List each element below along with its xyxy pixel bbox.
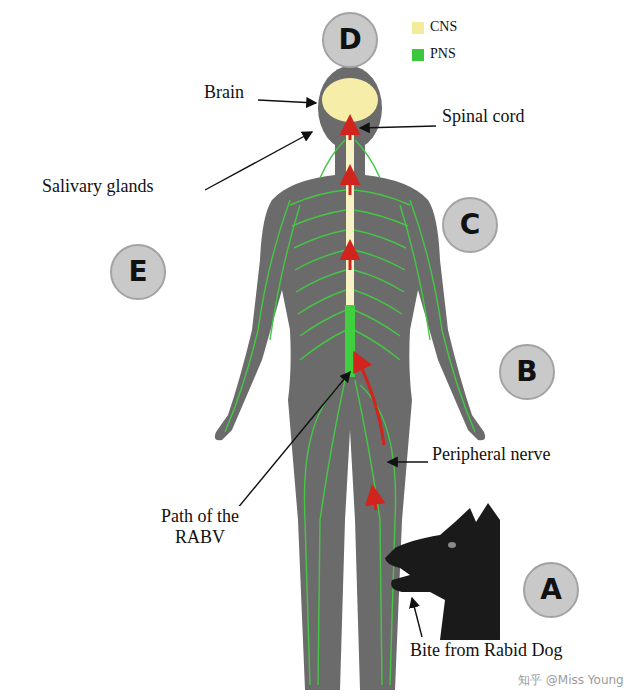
letter-circle: A (523, 562, 579, 618)
callout-letter: A (540, 576, 562, 604)
callout-letter: C (460, 211, 481, 239)
callout-letter: E (128, 258, 147, 286)
spinal-cord (346, 118, 354, 308)
leader-lines (205, 100, 436, 637)
virus-path (350, 120, 384, 510)
callout-letter: B (516, 358, 537, 386)
legend-swatch (412, 22, 424, 34)
brain (322, 78, 378, 122)
legend-text: PNS (430, 46, 456, 63)
watermark: 知乎 @Miss Young (516, 674, 626, 688)
legend-text: CNS (430, 19, 457, 36)
legend-swatch (412, 49, 424, 61)
letter-circle: B (499, 344, 555, 400)
part-label: Path of the RABV (146, 506, 254, 547)
dog-head (385, 503, 500, 640)
part-label: Salivary glands (40, 176, 155, 197)
letter-circle: C (442, 197, 498, 253)
letter-circle: E (110, 244, 166, 300)
part-label: Spinal cord (440, 106, 527, 127)
part-label: Bite from Rabid Dog (408, 640, 564, 661)
letter-circle: D (322, 12, 378, 68)
cauda-nerves (345, 305, 355, 377)
callout-letter: D (338, 26, 361, 54)
part-label: Peripheral nerve (430, 444, 552, 465)
part-label: Brain (202, 82, 246, 103)
